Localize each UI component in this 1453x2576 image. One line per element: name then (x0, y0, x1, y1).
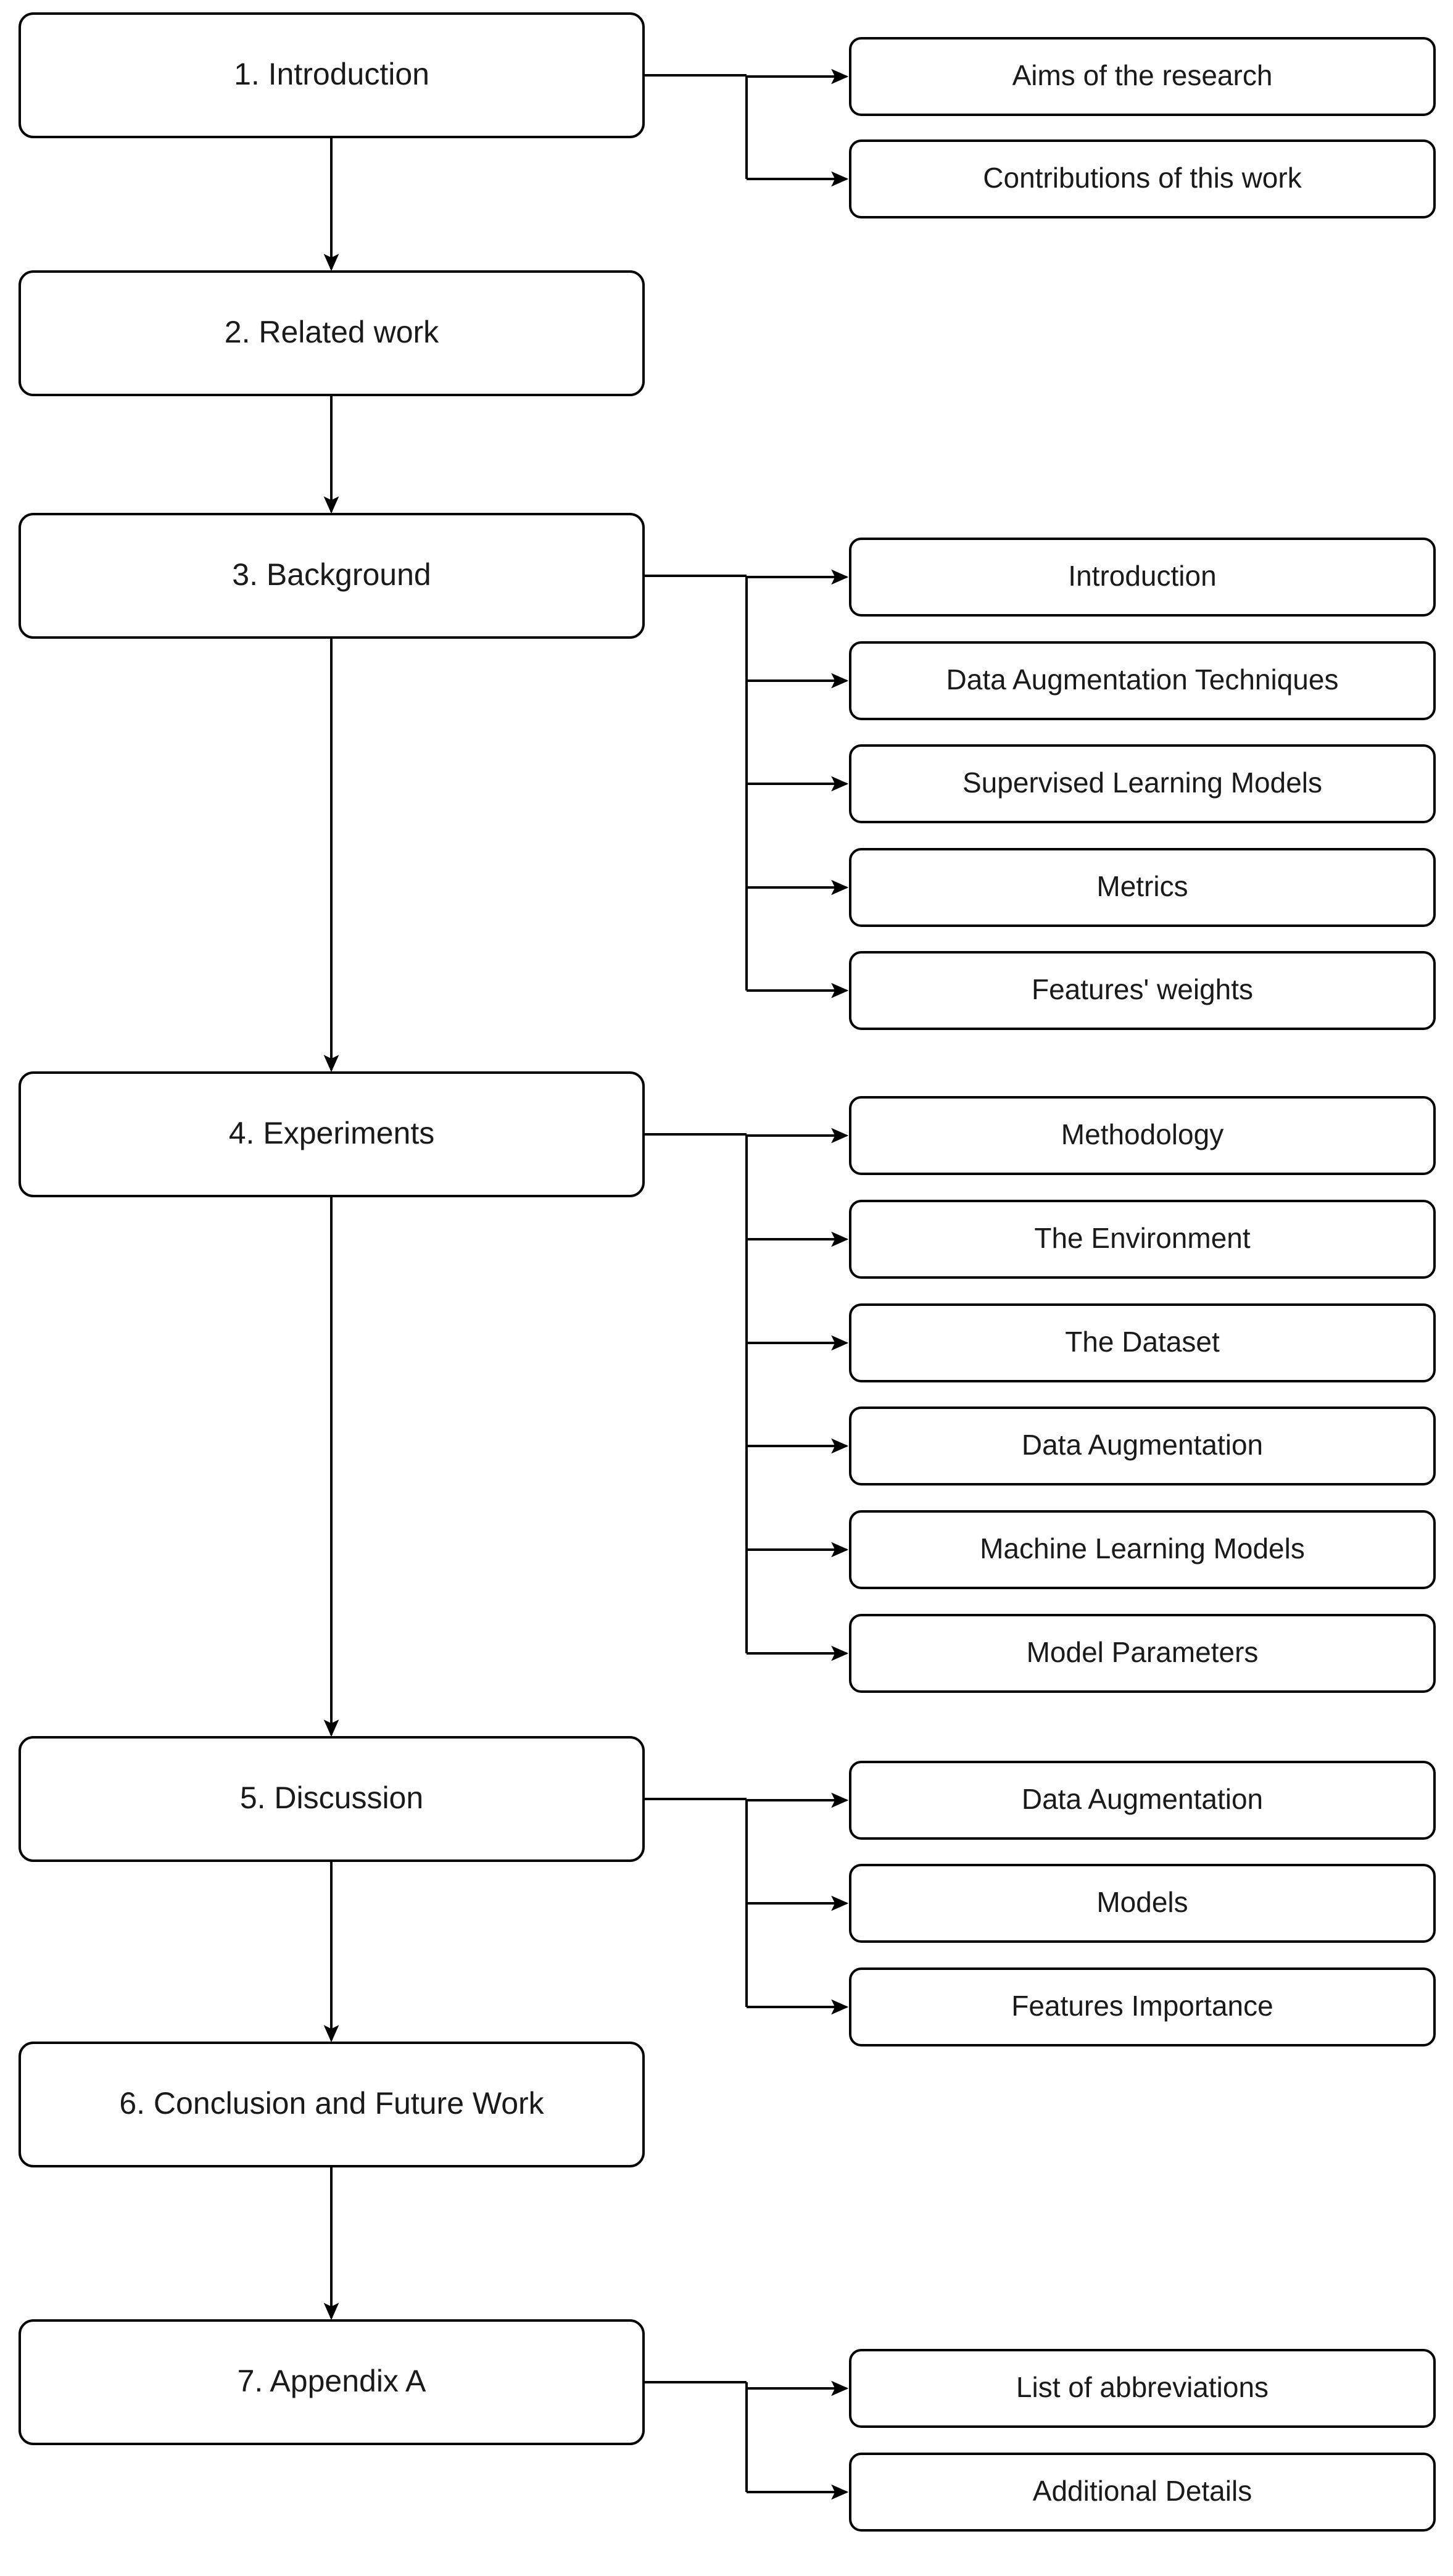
sub-node-ch5-2-label: Features Importance (1011, 1990, 1273, 2022)
sub-node-ch4-2-box[interactable] (849, 1303, 1436, 1382)
sub-node-ch4-5[interactable]: Model Parameters (849, 1614, 1436, 1693)
sub-node-ch5-1-box[interactable] (849, 1864, 1436, 1943)
sub-node-ch3-0-box[interactable] (849, 538, 1436, 617)
main-node-ch5-box[interactable] (19, 1736, 645, 1862)
sub-node-ch4-0[interactable]: Methodology (849, 1096, 1436, 1175)
sub-node-ch4-4-box[interactable] (849, 1510, 1436, 1589)
main-node-ch1-label: 1. Introduction (234, 57, 429, 91)
sub-node-ch5-0[interactable]: Data Augmentation (849, 1761, 1436, 1840)
main-node-ch6-label: 6. Conclusion and Future Work (119, 2086, 544, 2121)
sub-node-ch3-3[interactable]: Metrics (849, 848, 1436, 927)
sub-node-ch7-0-box[interactable] (849, 2349, 1436, 2428)
sub-node-ch3-0-label: Introduction (1068, 560, 1216, 592)
edges-layer (323, 69, 849, 2500)
sub-node-ch4-1[interactable]: The Environment (849, 1200, 1436, 1279)
sub-node-ch3-0[interactable]: Introduction (849, 538, 1436, 617)
sub-node-ch5-1-label: Models (1096, 1886, 1188, 1918)
main-node-ch3-label: 3. Background (232, 557, 431, 592)
sub-node-ch4-4[interactable]: Machine Learning Models (849, 1510, 1436, 1589)
main-node-ch6[interactable]: 6. Conclusion and Future Work (19, 2042, 645, 2167)
sub-node-ch4-0-label: Methodology (1061, 1118, 1223, 1150)
main-node-ch4-label: 4. Experiments (229, 1116, 434, 1150)
main-node-ch7-label: 7. Appendix A (238, 2364, 426, 2398)
main-node-ch2-label: 2. Related work (225, 315, 439, 349)
sub-node-ch4-5-box[interactable] (849, 1614, 1436, 1693)
main-node-ch4-box[interactable] (19, 1071, 645, 1197)
main-node-ch2[interactable]: 2. Related work (19, 270, 645, 396)
sub-node-ch4-2-label: The Dataset (1065, 1326, 1220, 1358)
sub-node-ch4-2[interactable]: The Dataset (849, 1303, 1436, 1382)
sub-node-ch3-4[interactable]: Features' weights (849, 951, 1436, 1030)
sub-node-ch1-1-label: Contributions of this work (983, 162, 1302, 194)
sub-node-ch1-1[interactable]: Contributions of this work (849, 139, 1436, 218)
sub-node-ch5-2[interactable]: Features Importance (849, 1967, 1436, 2046)
sub-node-ch5-1[interactable]: Models (849, 1864, 1436, 1943)
sub-node-ch3-2-label: Supervised Learning Models (962, 767, 1322, 799)
main-node-ch1[interactable]: 1. Introduction (19, 12, 645, 138)
sub-node-ch1-1-box[interactable] (849, 139, 1436, 218)
sub-node-ch5-0-label: Data Augmentation (1022, 1783, 1263, 1815)
sub-node-ch4-1-label: The Environment (1034, 1222, 1250, 1254)
main-node-ch2-box[interactable] (19, 270, 645, 396)
sub-node-ch4-0-box[interactable] (849, 1096, 1436, 1175)
sub-node-ch4-4-label: Machine Learning Models (980, 1532, 1305, 1564)
main-node-ch1-box[interactable] (19, 12, 645, 138)
sub-node-ch3-2-box[interactable] (849, 744, 1436, 823)
sub-node-ch1-0-label: Aims of the research (1012, 59, 1273, 91)
sub-node-ch4-5-label: Model Parameters (1027, 1636, 1259, 1668)
main-node-ch7-box[interactable] (19, 2319, 645, 2445)
sub-node-ch3-3-box[interactable] (849, 848, 1436, 927)
sub-node-ch4-3[interactable]: Data Augmentation (849, 1406, 1436, 1485)
sub-node-ch3-1-label: Data Augmentation Techniques (946, 663, 1339, 696)
sub-node-ch1-0[interactable]: Aims of the research (849, 37, 1436, 116)
sub-node-ch7-1-label: Additional Details (1033, 2475, 1252, 2507)
sub-node-ch7-1[interactable]: Additional Details (849, 2453, 1436, 2532)
sub-node-ch4-3-label: Data Augmentation (1022, 1429, 1263, 1461)
sub-node-ch7-0[interactable]: List of abbreviations (849, 2349, 1436, 2428)
sub-node-ch3-4-label: Features' weights (1032, 973, 1253, 1005)
sub-node-ch4-1-box[interactable] (849, 1200, 1436, 1279)
sub-node-ch4-3-box[interactable] (849, 1406, 1436, 1485)
sub-node-ch3-2[interactable]: Supervised Learning Models (849, 744, 1436, 823)
main-node-ch3-box[interactable] (19, 513, 645, 639)
main-node-ch6-box[interactable] (19, 2042, 645, 2167)
main-node-ch7[interactable]: 7. Appendix A (19, 2319, 645, 2445)
sub-node-ch7-0-label: List of abbreviations (1016, 2371, 1269, 2403)
sub-node-ch5-0-box[interactable] (849, 1761, 1436, 1840)
sub-node-ch3-1-box[interactable] (849, 641, 1436, 720)
main-node-ch4[interactable]: 4. Experiments (19, 1071, 645, 1197)
sub-node-ch3-4-box[interactable] (849, 951, 1436, 1030)
sub-node-ch7-1-box[interactable] (849, 2453, 1436, 2532)
main-node-ch3[interactable]: 3. Background (19, 513, 645, 639)
main-node-ch5[interactable]: 5. Discussion (19, 1736, 645, 1862)
sub-node-ch3-1[interactable]: Data Augmentation Techniques (849, 641, 1436, 720)
main-node-ch5-label: 5. Discussion (240, 1780, 423, 1815)
sub-node-ch1-0-box[interactable] (849, 37, 1436, 116)
sub-node-ch5-2-box[interactable] (849, 1967, 1436, 2046)
sub-node-ch3-3-label: Metrics (1096, 870, 1188, 902)
